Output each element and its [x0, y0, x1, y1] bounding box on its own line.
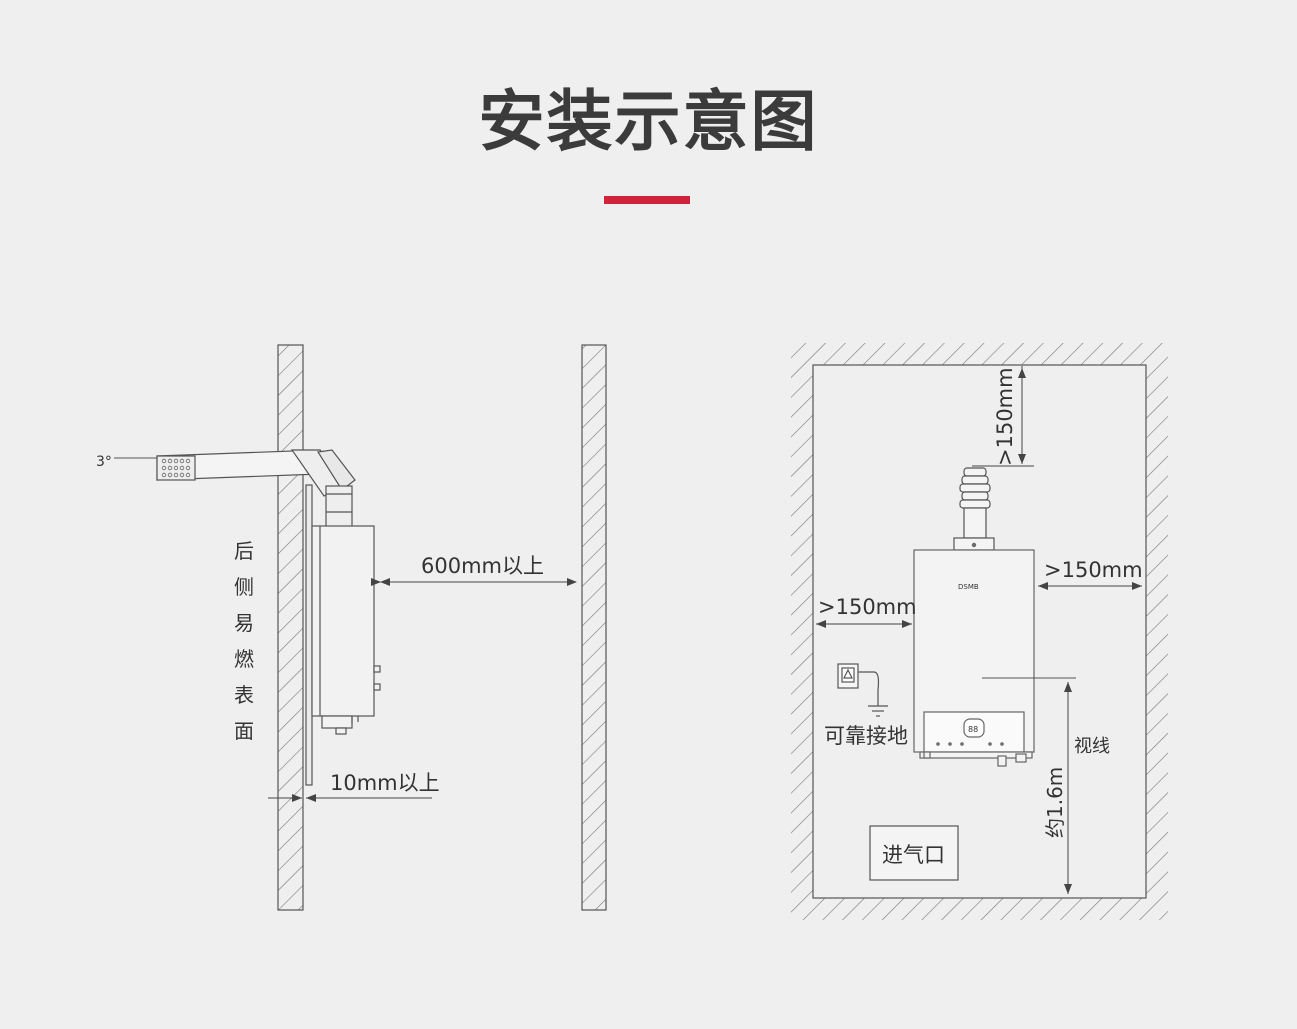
svg-text:侧: 侧	[234, 575, 254, 599]
clearance-front-label: 600mm以上	[421, 554, 544, 578]
water-heater-front	[913, 542, 1035, 767]
wall-label: 后 侧 易 燃 表 面	[234, 539, 254, 743]
svg-text:易: 易	[234, 611, 254, 635]
brand-logo: DSMB	[958, 583, 979, 591]
air-inlet-label: 进气口	[882, 843, 945, 867]
water-heater-side	[305, 484, 381, 786]
clearance-wall-label: 10mm以上	[330, 771, 440, 795]
air-inlet	[869, 825, 959, 881]
right-clearance-label: >150mm	[1044, 558, 1143, 582]
left-clearance-label: >150mm	[818, 595, 917, 619]
title-underline	[604, 196, 690, 204]
svg-text:表: 表	[234, 683, 254, 707]
svg-text:燃: 燃	[234, 647, 254, 671]
svg-text:面: 面	[234, 719, 254, 743]
rear-wall	[277, 344, 304, 911]
display-readout: 88	[968, 725, 978, 734]
top-clearance-label: >150mm	[993, 367, 1017, 466]
height-label: 约1.6m	[1043, 767, 1067, 838]
svg-text:后: 后	[234, 539, 254, 563]
vent-holes	[161, 458, 191, 478]
side-view: 3° 后 侧 易 燃 表 面 600mm以上	[96, 344, 607, 911]
flue-pipe	[156, 449, 356, 529]
front-view: >150mm DSMB 88	[791, 343, 1168, 920]
ground-socket-icon	[837, 663, 888, 717]
sightline-label: 视线	[1074, 736, 1110, 757]
page-title: 安装示意图	[478, 83, 819, 160]
angle-label: 3°	[96, 454, 112, 470]
front-wall	[581, 344, 607, 911]
ground-label: 可靠接地	[824, 724, 908, 748]
